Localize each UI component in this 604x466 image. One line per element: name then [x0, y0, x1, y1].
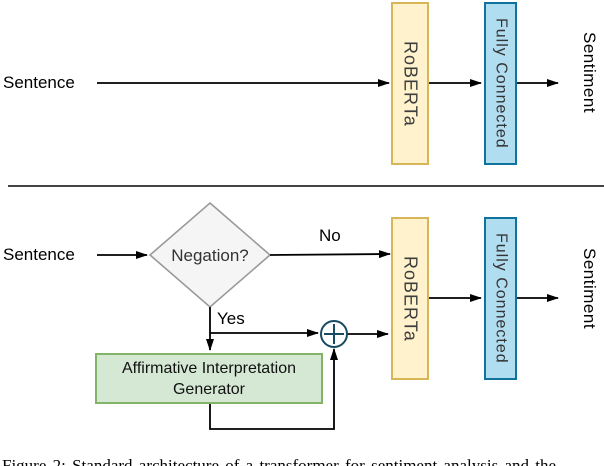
arrow-no-branch — [269, 250, 391, 259]
top-fully-connected-label: Fully Connected — [492, 18, 510, 149]
bottom-fully-connected-label: Fully Connected — [492, 233, 510, 364]
top-fully-connected-box: Fully Connected — [484, 2, 517, 165]
bottom-roberta-label: RoBERTa — [400, 255, 421, 342]
bottom-sentiment-label: Sentiment — [580, 248, 599, 330]
yes-branch-label: Yes — [217, 309, 245, 328]
negation-decision-label: Negation? — [171, 246, 249, 265]
generator-label-line2: Generator — [172, 380, 246, 398]
figure-caption: Figure 2: Standard architecture of a tra… — [2, 456, 557, 466]
top-sentence-label: Sentence — [3, 73, 75, 92]
bottom-roberta-box: RoBERTa — [391, 217, 429, 380]
affirmative-interpretation-generator-box: Affirmative Interpretation Generator — [95, 353, 323, 404]
top-roberta-label: RoBERTa — [400, 40, 421, 127]
concat-plus-icon — [320, 320, 348, 348]
top-sentiment-label: Sentiment — [580, 32, 599, 114]
generator-label-line1: Affirmative Interpretation — [121, 359, 296, 377]
no-branch-label: No — [319, 226, 341, 245]
bottom-fully-connected-box: Fully Connected — [484, 217, 517, 380]
arrow-generator-feedback-to-concat — [209, 348, 338, 430]
bottom-sentence-label: Sentence — [3, 245, 75, 264]
top-roberta-box: RoBERTa — [391, 2, 429, 165]
